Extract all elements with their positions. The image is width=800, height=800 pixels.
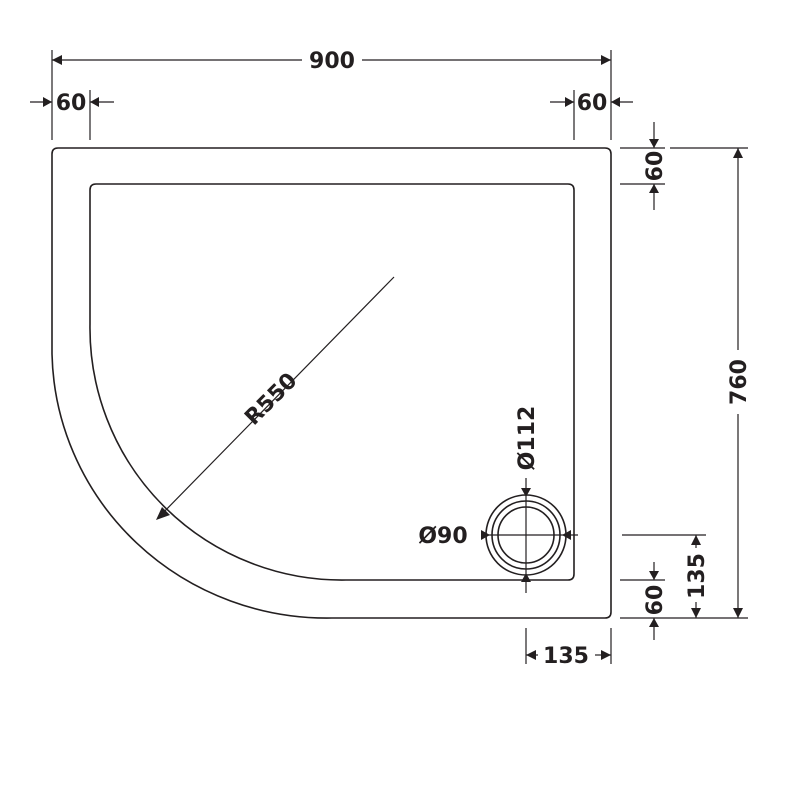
waste-outer-diameter-label: Ø112 (515, 406, 540, 471)
dim-bottom-rim: 60 (620, 562, 668, 640)
waste-inner-diameter-label: Ø90 (418, 524, 467, 549)
arrow-waste-bottom-a (691, 535, 701, 545)
arrow-left (52, 55, 62, 65)
arrow-left-rim-a (43, 97, 52, 107)
radius-leader-line (157, 276, 395, 519)
dim-overall-depth: 760 (620, 147, 752, 619)
radius-indicator (156, 276, 395, 520)
dim-waste-offset-right: 135 (525, 628, 612, 669)
arrow-top-rim-b (649, 184, 659, 193)
waste-offset-right-label: 135 (543, 644, 589, 669)
arrow-waste-bottom-b (691, 608, 701, 618)
waste-outer-arrow-bottom (521, 573, 531, 582)
waste-outlet (481, 478, 578, 593)
arrow-right-rim-b (611, 97, 620, 107)
dim-waste-offset-bottom: 135 (622, 534, 710, 618)
arrow-depth-top (733, 148, 743, 158)
arrow-bottom-rim-a (649, 571, 659, 580)
radius-arrowhead (156, 507, 170, 520)
tray-inner-edge (89, 183, 575, 581)
arrow-waste-right-b (601, 650, 611, 660)
dim-overall-width: 900 (51, 49, 612, 140)
waste-inner-arrow-left (481, 530, 490, 540)
arrow-depth-bottom (733, 608, 743, 618)
dim-left-rim: 60 (30, 90, 114, 140)
dim-top-rim: 60 (620, 122, 668, 210)
arrow-left-rim-b (90, 97, 99, 107)
arrow-bottom-rim-b (649, 618, 659, 627)
arrow-right (601, 55, 611, 65)
waste-inner-arrow-right (562, 530, 571, 540)
waste-offset-bottom-label: 135 (685, 553, 710, 599)
arrow-top-rim-a (649, 139, 659, 148)
overall-depth-label: 760 (727, 359, 752, 405)
left-rim-label: 60 (56, 91, 87, 116)
overall-width-label: 900 (309, 49, 355, 74)
top-rim-label: 60 (643, 151, 668, 182)
right-rim-label: 60 (577, 91, 608, 116)
bottom-rim-label: 60 (643, 585, 668, 616)
tray-outer-edge (51, 147, 612, 619)
waste-outer-arrow-top (521, 488, 531, 497)
arrow-waste-right-a (526, 650, 536, 660)
radius-label: R550 (240, 368, 302, 430)
tray-outline (51, 147, 612, 619)
arrow-right-rim-a (565, 97, 574, 107)
dim-right-rim: 60 (550, 90, 633, 140)
